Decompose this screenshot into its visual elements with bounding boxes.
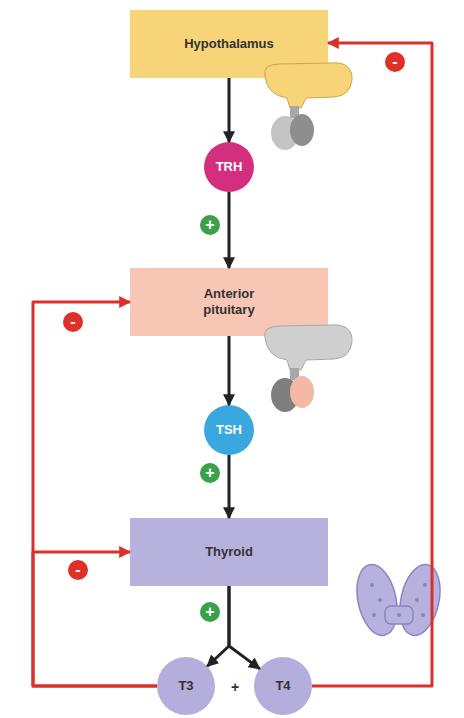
posterior-lobe bbox=[271, 378, 299, 412]
texture-dot bbox=[397, 613, 401, 617]
anterior-lobe bbox=[290, 376, 314, 408]
stimulation-sign: + bbox=[200, 463, 220, 483]
gland-box: Hypothalamus bbox=[130, 10, 328, 78]
pituitary-stalk bbox=[290, 368, 299, 380]
stimulation-sign: + bbox=[200, 602, 220, 622]
hypothalamus-shape bbox=[265, 63, 352, 108]
texture-dot bbox=[370, 583, 374, 587]
thyroid-illustration bbox=[351, 561, 446, 639]
gland-name: Hypothalamus bbox=[184, 36, 274, 52]
hormone-circle: T3 bbox=[157, 657, 215, 715]
gland-name: Thyroid bbox=[205, 544, 253, 560]
feedback-arrow bbox=[33, 302, 157, 686]
hormone-name: TRH bbox=[216, 159, 243, 175]
stimulation-arrow bbox=[228, 78, 231, 142]
gland-box: Anterior pituitary bbox=[130, 268, 328, 336]
texture-dot bbox=[415, 598, 419, 602]
pituitary-illustration bbox=[265, 325, 352, 412]
inhibition-sign: - bbox=[63, 312, 83, 332]
texture-dot bbox=[421, 613, 425, 617]
thyroid-lobe bbox=[351, 561, 403, 639]
inhibition-sign: - bbox=[68, 560, 88, 580]
texture-dot bbox=[378, 598, 382, 602]
feedback-arrow bbox=[312, 43, 432, 686]
pituitary-lobe bbox=[271, 116, 299, 150]
hypothalamus-shape bbox=[265, 325, 352, 370]
texture-dot bbox=[372, 613, 376, 617]
stimulation-arrow bbox=[228, 192, 231, 268]
stimulation-arrow bbox=[207, 586, 229, 666]
hormone-name: T4 bbox=[275, 678, 290, 694]
circle-fill bbox=[157, 657, 215, 715]
hypothalamus-illustration bbox=[265, 63, 352, 150]
circle-fill bbox=[254, 657, 312, 715]
hormone-name: TSH bbox=[216, 422, 242, 438]
circle-fill bbox=[204, 405, 254, 455]
gland-name: Anterior pituitary bbox=[184, 286, 274, 318]
hormone-circle: TRH bbox=[204, 142, 254, 192]
hormone-name: T3 bbox=[178, 678, 193, 694]
stimulation-arrow bbox=[229, 586, 260, 669]
feedback-arrow bbox=[33, 552, 157, 686]
texture-dot bbox=[423, 583, 427, 587]
circle-fill bbox=[204, 142, 254, 192]
hormone-circle: TSH bbox=[204, 405, 254, 455]
pituitary-stalk bbox=[290, 106, 299, 118]
pituitary-lobe bbox=[290, 114, 314, 146]
stimulation-arrow bbox=[228, 336, 231, 405]
gland-box: Thyroid bbox=[130, 518, 328, 586]
thyroid-texture bbox=[370, 583, 427, 617]
stimulation-sign: + bbox=[200, 215, 220, 235]
thyroid-lobe bbox=[394, 561, 446, 639]
connector-group bbox=[33, 43, 432, 686]
inhibition-sign: - bbox=[385, 52, 405, 72]
stimulation-arrow bbox=[228, 455, 231, 518]
plus-sign: + bbox=[225, 677, 245, 697]
hormone-circle: T4 bbox=[254, 657, 312, 715]
thyroid-isthmus bbox=[385, 606, 413, 624]
